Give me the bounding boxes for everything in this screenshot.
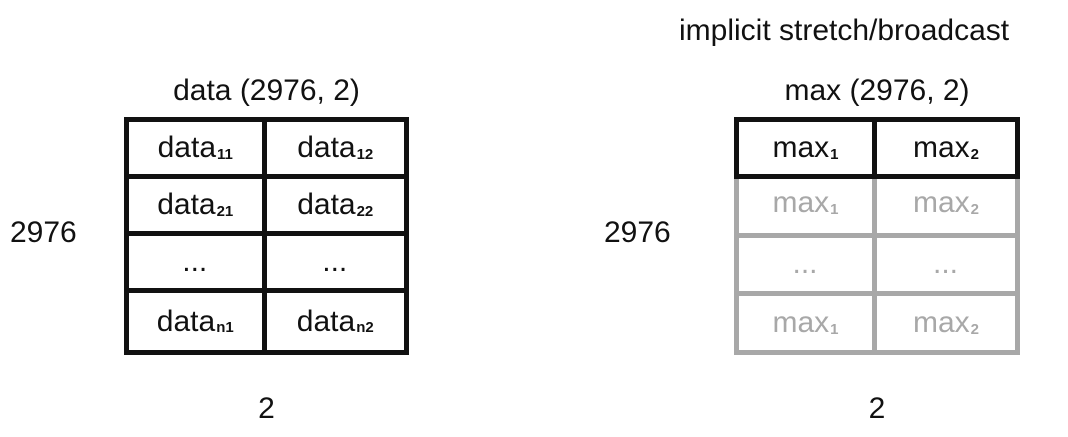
ellipsis-cell: ...	[129, 236, 267, 293]
max-matrix-title: max (2976, 2)	[784, 74, 970, 107]
data-column-count-label: 2	[258, 392, 275, 425]
broadcast-header: implicit stretch/broadcast	[679, 14, 1010, 47]
data-row-count-label: 2976	[10, 216, 77, 249]
max-row-count-label: 2976	[604, 216, 671, 249]
ellipsis-cell: ...	[877, 232, 1015, 292]
ellipsis-cell: ...	[739, 232, 877, 292]
ellipsis-cell: ...	[266, 236, 404, 293]
max-column-count-label: 2	[868, 392, 886, 425]
data-matrix-title: data (2976, 2)	[173, 74, 360, 107]
